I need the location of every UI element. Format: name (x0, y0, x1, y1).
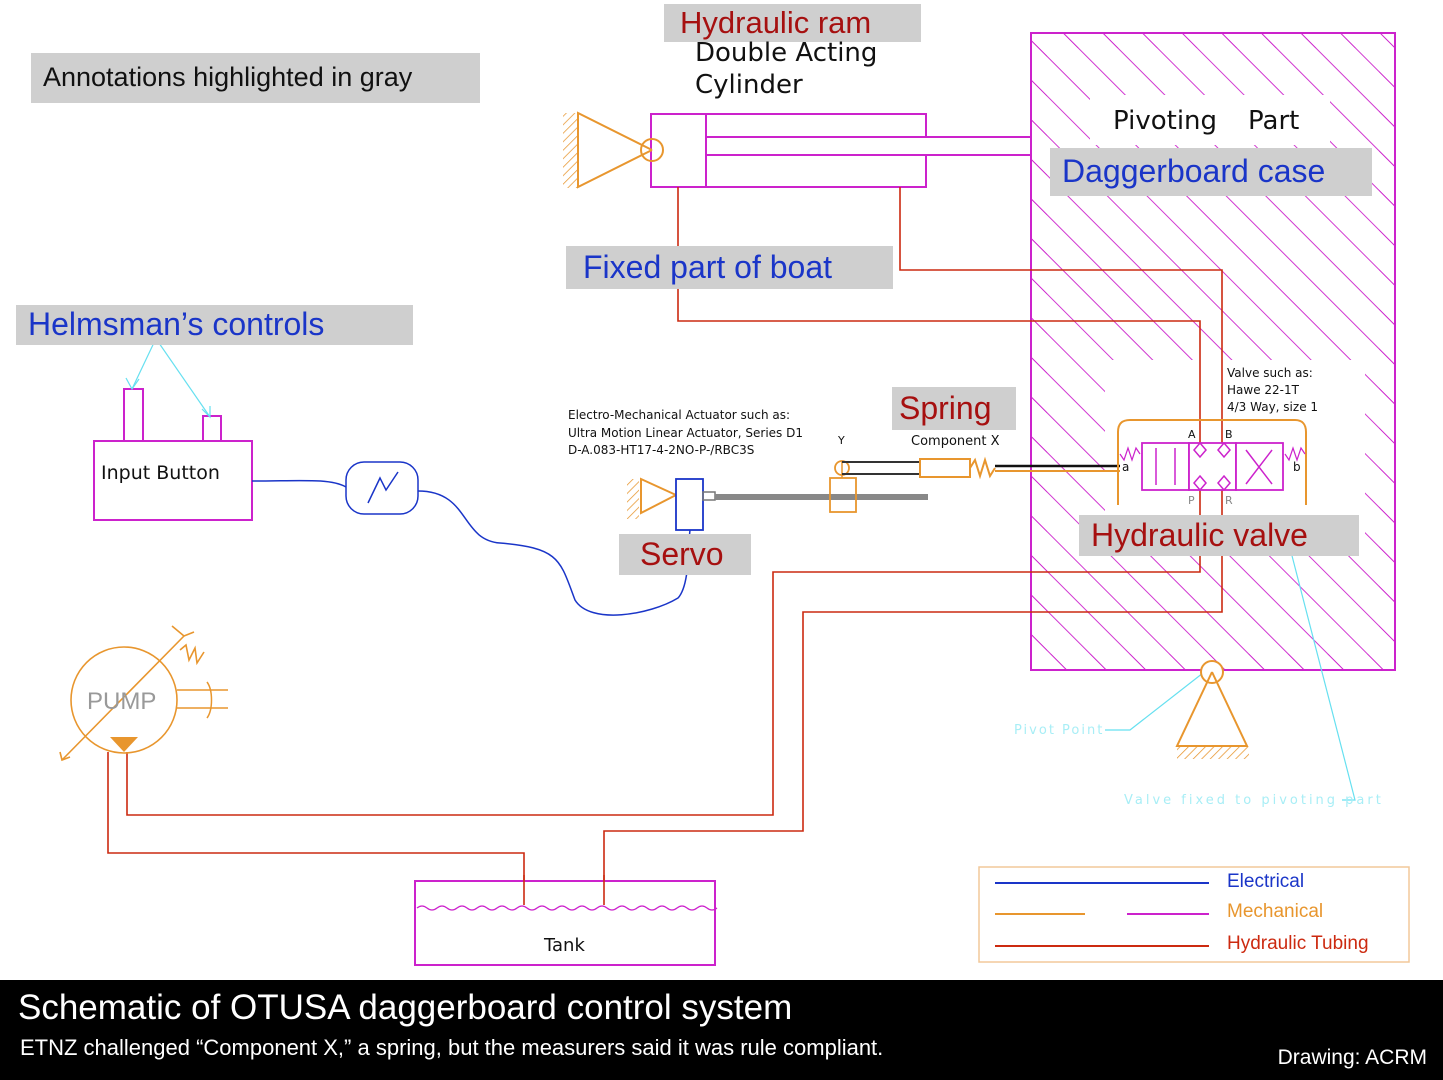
input-button-box (93, 388, 253, 521)
schematic-diagram (59, 32, 1410, 966)
label-valve-fixed: Valve fixed to pivoting part (1124, 793, 1384, 808)
label-pivot-point: Pivot Point (1014, 723, 1105, 738)
pump-symbol (59, 625, 228, 762)
annotation-hydraulic-ram: Hydraulic ram (664, 4, 921, 42)
annotation-hydraulic-valve: Hydraulic valve (1079, 515, 1359, 556)
label-valve-2: Hawe 22-1T (1227, 383, 1299, 397)
electrical-wiring (251, 461, 691, 616)
label-port-b: B (1225, 428, 1233, 441)
legend-electrical-label: Electrical (1227, 871, 1305, 892)
label-actuator-3: D-A.083-HT17-4-2NO-P-/RBC3S (568, 443, 755, 457)
caption-subtitle: ETNZ challenged “Component X,” a spring,… (20, 1035, 884, 1060)
label-pivoting: Pivoting (1113, 106, 1218, 136)
label-actuator-2: Ultra Motion Linear Actuator, Series D1 (568, 426, 803, 440)
hydraulic-ram (563, 111, 1032, 189)
annotation-spring: Spring (892, 387, 1016, 430)
hydraulic-valve-symbol (1117, 419, 1307, 505)
label-part: Part (1248, 106, 1300, 136)
label-side-b: b (1293, 460, 1301, 474)
legend (978, 866, 1410, 963)
caption-credit: Drawing: ACRM (1277, 1046, 1427, 1069)
label-pump: PUMP (87, 688, 157, 715)
label-valve-3: 4/3 Way, size 1 (1227, 400, 1319, 414)
pivot-support (1175, 660, 1249, 759)
servo-actuator (627, 460, 928, 531)
annotation-fixed-part: Fixed part of boat (566, 246, 893, 289)
label-tank: Tank (544, 935, 585, 956)
tank-symbol (414, 875, 718, 966)
label-y: Y (838, 434, 845, 447)
caption-title: Schematic of OTUSA daggerboard control s… (18, 988, 793, 1027)
legend-hydraulic-label: Hydraulic Tubing (1227, 933, 1369, 954)
label-cylinder: Cylinder (695, 70, 803, 100)
spring-linkage (842, 456, 1120, 480)
label-port-p: P (1188, 494, 1195, 507)
legend-mechanical-label: Mechanical (1227, 901, 1324, 922)
label-side-a: a (1122, 460, 1130, 474)
label-double-acting: Double Acting (695, 38, 878, 68)
annotation-helmsman: Helmsman’s controls (16, 305, 413, 345)
label-valve-1: Valve such as: (1227, 366, 1313, 380)
label-port-a: A (1188, 428, 1196, 441)
label-component-x: Component X (911, 434, 1000, 449)
label-port-r: R (1225, 494, 1233, 507)
label-actuator-1: Electro-Mechanical Actuator such as: (568, 408, 791, 422)
caption-bar: Schematic of OTUSA daggerboard control s… (0, 980, 1443, 1080)
label-input-button: Input Button (101, 462, 220, 484)
annotation-daggerboard-case: Daggerboard case (1050, 148, 1372, 196)
annotation-servo: Servo (619, 534, 751, 575)
annotation-note: Annotations highlighted in gray (31, 53, 480, 103)
